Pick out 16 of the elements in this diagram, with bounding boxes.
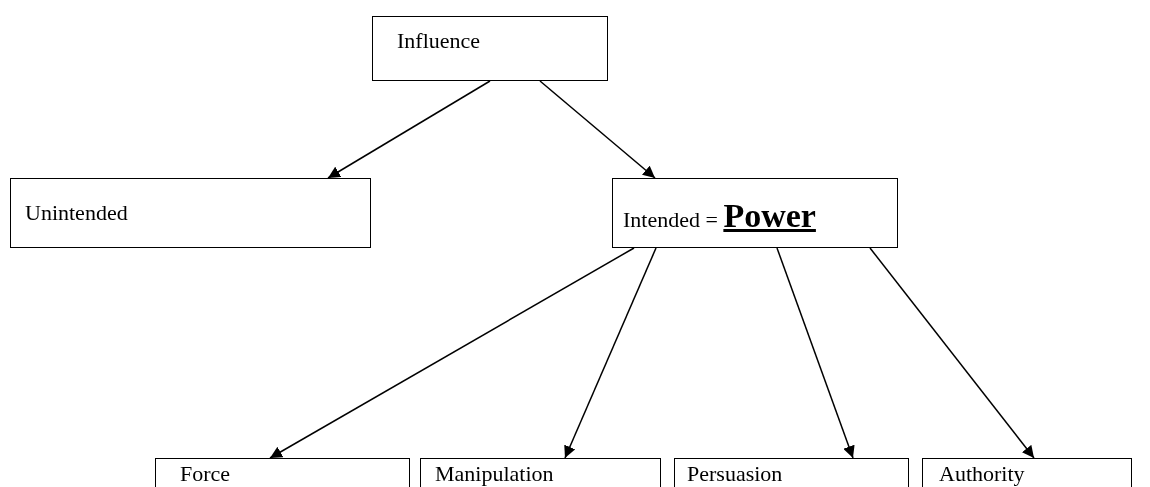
text-box [372, 16, 608, 81]
arrow [564, 247, 657, 459]
box-label: Manipulation [435, 462, 554, 487]
arrow [776, 247, 855, 459]
box-label: Unintended [25, 201, 128, 226]
box-label: Force [180, 462, 231, 487]
arrow [269, 247, 635, 459]
arrow [869, 247, 1035, 459]
arrow [539, 80, 656, 179]
box-label: Influence [397, 29, 481, 54]
text-box [612, 178, 898, 248]
box-label: Intended = Power [623, 197, 816, 235]
box-label: Authority [939, 462, 1025, 487]
box-label: Persuasion [687, 462, 783, 487]
text-box [10, 178, 371, 248]
arrow [327, 80, 491, 179]
